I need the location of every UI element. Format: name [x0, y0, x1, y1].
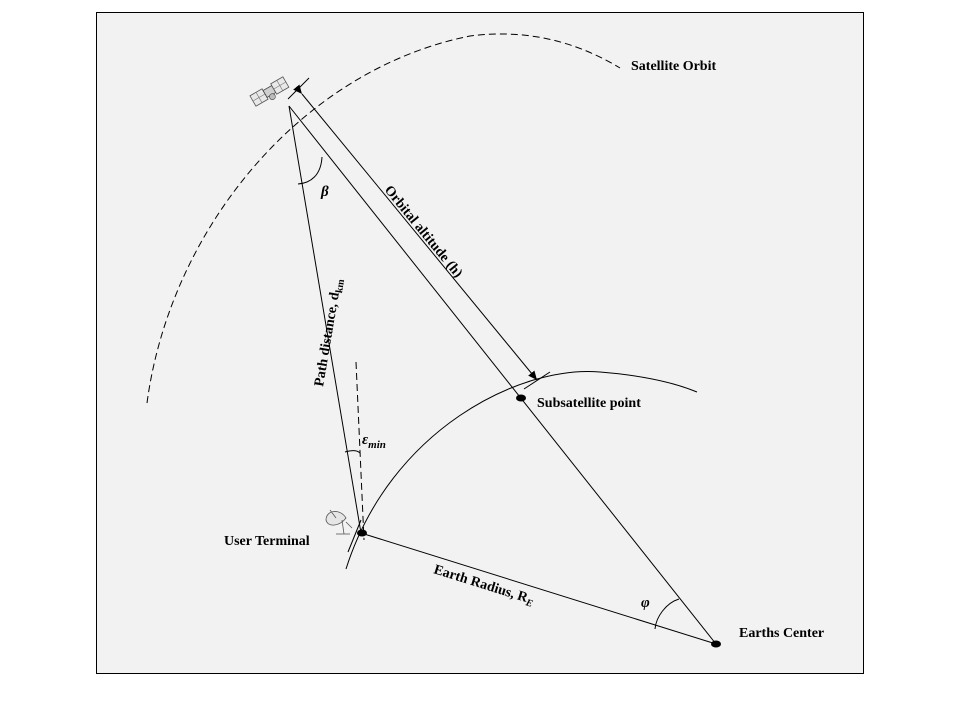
subsatellite-point-label: Subsatellite point	[537, 396, 641, 411]
beta-angle-arc	[297, 156, 323, 185]
epsilon-angle-arc	[344, 450, 361, 454]
phi-label: φ	[641, 595, 650, 611]
dish-antenna-icon	[325, 509, 353, 535]
epsilon-subscript: min	[368, 439, 386, 451]
subsatellite-point-marker	[516, 394, 526, 402]
satellite-orbit-label: Satellite Orbit	[631, 59, 716, 74]
diagram-panel	[96, 12, 864, 674]
earth-center-point-marker	[711, 640, 721, 648]
earth-radius-subscript: E	[523, 597, 534, 610]
epsilon-min-label: εmin	[362, 432, 386, 451]
user-terminal-point-marker	[357, 529, 367, 537]
orbit-tick	[287, 77, 310, 100]
beta-label: β	[320, 184, 329, 200]
earths-center-label: Earths Center	[739, 626, 824, 641]
local-vertical-dashed	[355, 361, 365, 541]
satellite-icon	[249, 76, 290, 107]
path-distance-subscript: km	[334, 278, 347, 294]
surface-tick	[523, 371, 551, 390]
earth-surface-arc	[345, 370, 698, 570]
user-terminal-label: User Terminal	[224, 534, 310, 549]
phi-angle-arc	[654, 598, 680, 630]
user-tangent-tick	[347, 519, 362, 553]
satellite-orbit-arc	[146, 33, 621, 404]
orbital-altitude-arrow	[293, 84, 538, 381]
epsilon-symbol: ε	[362, 432, 369, 448]
earth-radius-line	[360, 532, 717, 645]
